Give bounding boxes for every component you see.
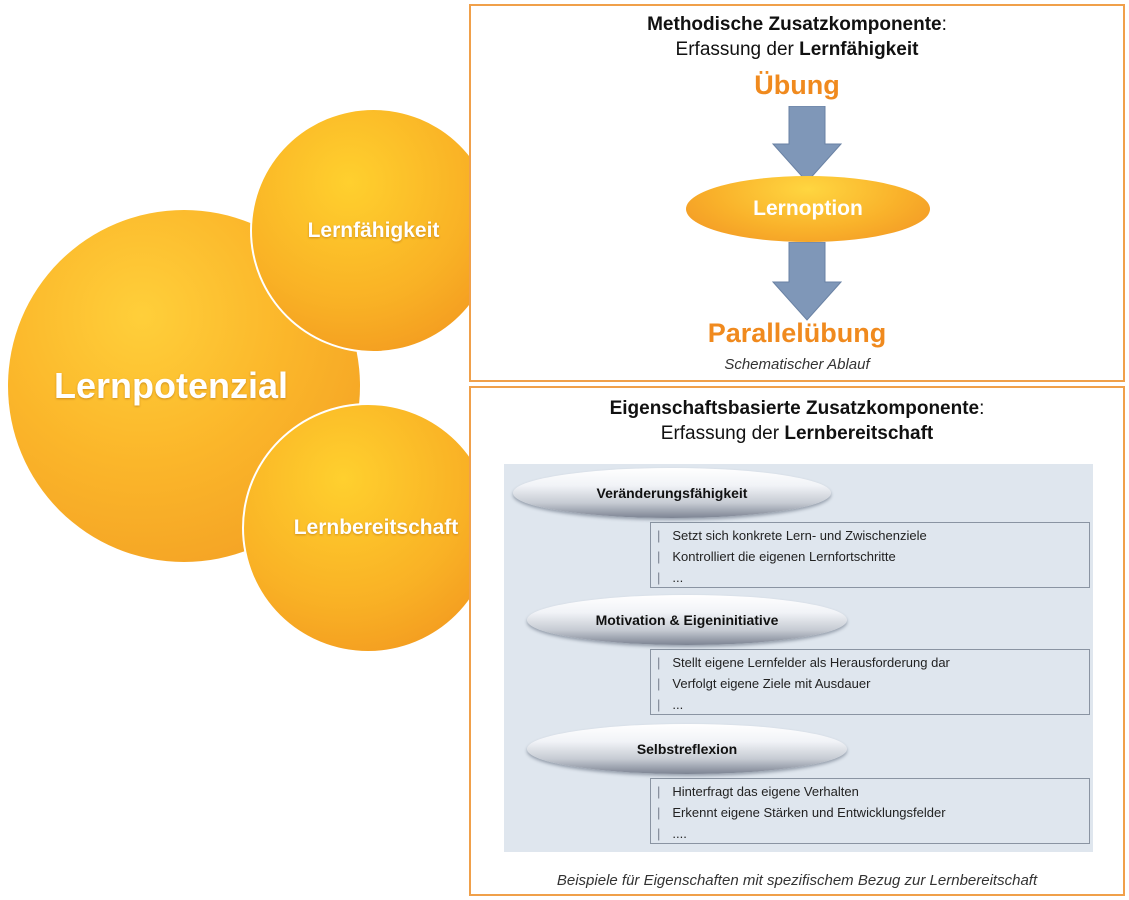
down-arrow-2 xyxy=(771,242,843,321)
property-title-bold: Lernbereitschaft xyxy=(784,423,934,444)
property-panel: Eigenschaftsbasierte Zusatzkomponente: E… xyxy=(469,386,1125,896)
method-panel-title: Methodische Zusatzkomponente: Erfassung … xyxy=(647,14,947,60)
group-1-pill: Veränderungsfähigkeit xyxy=(513,468,831,518)
group-3-pill: Selbstreflexion xyxy=(527,724,847,774)
property-examples-box: Setzt sich konkrete Lern- und Zwischenzi… xyxy=(504,464,1093,852)
step-lernoption: Lernoption xyxy=(753,197,863,220)
group-1-items: Setzt sich konkrete Lern- und Zwischenzi… xyxy=(650,522,1090,588)
property-panel-title: Eigenschaftsbasierte Zusatzkomponente: E… xyxy=(609,398,985,444)
lernfaehigkeit-circle: Lernfähigkeit xyxy=(250,108,497,353)
list-item: ... xyxy=(651,567,1089,588)
list-item: ... xyxy=(651,694,1089,715)
group-1-label: Veränderungsfähigkeit xyxy=(596,485,748,501)
lernbereitschaft-circle: Lernbereitschaft xyxy=(242,403,494,653)
lernfaehigkeit-label: Lernfähigkeit xyxy=(307,218,440,242)
group-3-label: Selbstreflexion xyxy=(636,741,738,757)
group-2-pill: Motivation & Eigeninitiative xyxy=(527,595,847,645)
lernoption-ellipse: Lernoption xyxy=(686,176,930,242)
list-item: Setzt sich konkrete Lern- und Zwischenzi… xyxy=(651,525,1089,546)
step-uebung: Übung xyxy=(754,70,840,100)
method-title-line1: Methodische Zusatzkomponente xyxy=(647,14,942,35)
list-item: Erkennt eigene Stärken und Entwicklungsf… xyxy=(651,802,1089,823)
method-caption: Schematischer Ablauf xyxy=(724,356,870,373)
group-2-label: Motivation & Eigeninitiative xyxy=(595,612,779,628)
method-panel: Methodische Zusatzkomponente: Erfassung … xyxy=(469,4,1125,382)
list-item: Kontrolliert die eigenen Lernfortschritt… xyxy=(651,546,1089,567)
group-2-items: Stellt eigene Lernfelder als Herausforde… xyxy=(650,649,1090,715)
property-title-line1: Eigenschaftsbasierte Zusatzkomponente xyxy=(609,398,980,419)
property-caption: Beispiele für Eigenschaften mit spezifis… xyxy=(556,872,1038,889)
step-paralleluebung: Parallelübung xyxy=(707,318,887,348)
lernbereitschaft-label: Lernbereitschaft xyxy=(293,516,459,539)
list-item: .... xyxy=(651,823,1089,844)
lernpotenzial-label: Lernpotenzial xyxy=(54,365,289,406)
group-3-items: Hinterfragt das eigene Verhalten Erkennt… xyxy=(650,778,1090,844)
down-arrow-1 xyxy=(771,106,843,183)
list-item: Verfolgt eigene Ziele mit Ausdauer xyxy=(651,673,1089,694)
list-item: Stellt eigene Lernfelder als Herausforde… xyxy=(651,652,1089,673)
list-item: Hinterfragt das eigene Verhalten xyxy=(651,781,1089,802)
method-title-bold: Lernfähigkeit xyxy=(799,39,919,60)
